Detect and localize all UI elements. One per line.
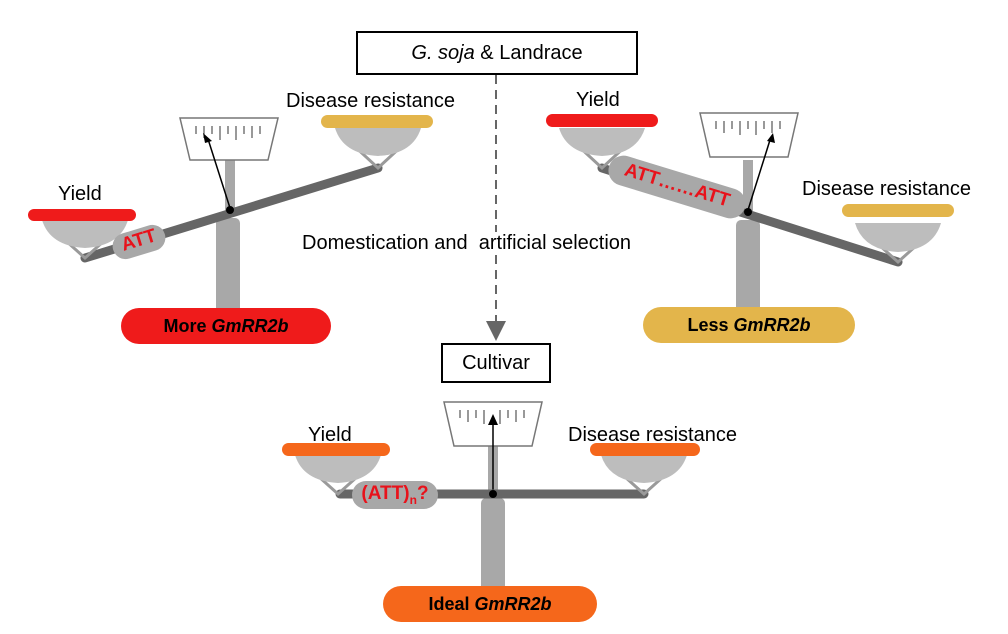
bottom-scale-yield-label: Yield (308, 424, 352, 446)
cultivar-box: Cultivar (441, 343, 551, 383)
left-scale-yield-pan (28, 209, 136, 261)
bottom-scale-tag: (ATT)n? (352, 483, 438, 507)
right-scale-disease-bar (842, 204, 954, 217)
left-scale-disease-pan (321, 115, 433, 171)
source-box: G. soja & Landrace (356, 31, 638, 75)
bottom-tag-main: (ATT) (361, 483, 410, 504)
right-scale-post (736, 220, 760, 320)
bottom-tag-sub: n (409, 492, 417, 507)
source-box-italic: G. soja (411, 41, 475, 64)
right-pill-prefix: Less (687, 314, 734, 335)
right-scale-pill-bg (643, 307, 855, 343)
left-scale-yield-label: Yield (58, 183, 102, 205)
left-scale-post (216, 218, 240, 322)
bottom-scale-yield-pan (282, 443, 390, 497)
bottom-gauge-icon (443, 401, 543, 494)
right-gauge-icon (699, 112, 799, 211)
right-scale (546, 112, 954, 343)
bottom-pill-prefix: Ideal (428, 593, 475, 614)
bottom-scale-tag-capsule (352, 481, 438, 509)
right-scale-expression-pill: Less GmRR2b (643, 307, 855, 343)
right-pill-gene: GmRR2b (733, 314, 811, 335)
cultivar-box-label: Cultivar (462, 351, 530, 374)
right-scale-needle-post (743, 160, 753, 212)
left-scale-yield-bar (28, 209, 136, 221)
left-scale-pivot (226, 206, 234, 214)
right-scale-tag-capsule (608, 155, 746, 219)
bottom-scale-disease-bar (590, 443, 700, 456)
left-scale-pill-bg (121, 308, 331, 344)
bottom-tag-end: ? (416, 483, 429, 504)
right-scale-disease-pan (842, 204, 954, 265)
bottom-scale-expression-pill: Ideal GmRR2b (383, 586, 597, 622)
bottom-scale-pivot (489, 490, 497, 498)
bottom-scale-yield-bar (282, 443, 390, 456)
bottom-scale (282, 401, 700, 622)
source-box-rest: & Landrace (474, 41, 583, 64)
left-scale-disease-bar (321, 115, 433, 128)
right-scale-disease-label: Disease resistance (802, 178, 971, 200)
left-scale-disease-label: Disease resistance (286, 90, 455, 112)
left-scale-tag-capsule (112, 224, 166, 260)
right-scale-yield-pan (546, 114, 658, 171)
right-scale-yield-label: Yield (576, 89, 620, 111)
right-scale-pivot (744, 208, 752, 216)
left-scale (28, 115, 433, 344)
left-scale-expression-pill: More GmRR2b (121, 308, 331, 344)
left-pill-gene: GmRR2b (211, 315, 289, 336)
bottom-pill-gene: GmRR2b (474, 593, 552, 614)
bottom-scale-disease-pan (590, 443, 700, 497)
domestication-label: Domestication and artificial selection (302, 232, 632, 255)
left-gauge-icon (179, 117, 279, 209)
bottom-scale-post (481, 498, 505, 598)
right-scale-yield-bar (546, 114, 658, 127)
bottom-scale-disease-label: Disease resistance (568, 424, 737, 446)
bottom-scale-pill-bg (383, 586, 597, 622)
left-scale-needle-post (225, 160, 235, 212)
left-pill-prefix: More (163, 315, 212, 336)
